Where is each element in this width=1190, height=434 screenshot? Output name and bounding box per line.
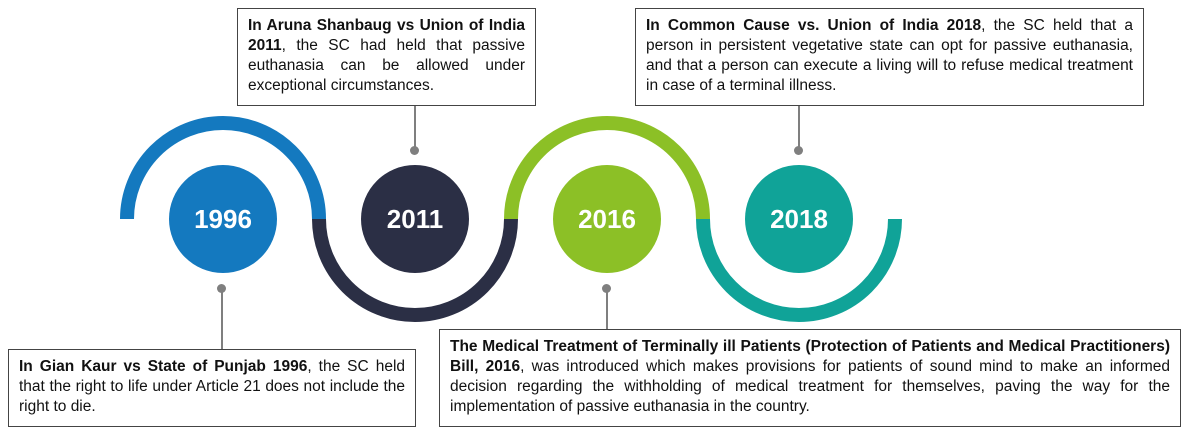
wave-segment-2016 <box>504 116 710 220</box>
connector-2018 <box>798 105 800 150</box>
event-title-2018: In Common Cause vs. Union of India 2018 <box>646 17 982 34</box>
year-circle-2018: 2018 <box>745 165 853 273</box>
connector-2016 <box>606 289 608 330</box>
connector-1996 <box>221 289 223 349</box>
event-text-2011: , the SC had held that passive euthanasi… <box>248 37 525 94</box>
year-label-2016: 2016 <box>578 203 636 234</box>
event-box-2011: In Aruna Shanbaug vs Union of India 2011… <box>237 8 536 106</box>
event-title-2011: In Aruna Shanbaug vs Union of India 2011 <box>248 17 525 54</box>
connector-2011 <box>414 105 416 150</box>
connector-dot-2011 <box>410 146 419 155</box>
event-box-1996: In Gian Kaur vs State of Punjab 1996, th… <box>8 349 416 427</box>
wave-segment-2018 <box>696 218 902 322</box>
year-label-2011: 2011 <box>386 203 444 234</box>
event-title-2016: The Medical Treatment of Terminally ill … <box>450 338 1170 375</box>
wave-segment-2011 <box>312 218 518 322</box>
event-text-2018: , the SC held that a person in persisten… <box>646 17 1133 94</box>
event-box-2018: In Common Cause vs. Union of India 2018,… <box>635 8 1144 106</box>
year-circle-1996: 1996 <box>169 165 277 273</box>
event-text-1996: , the SC held that the right to life und… <box>19 358 406 415</box>
year-circle-2016: 2016 <box>553 165 661 273</box>
connector-dot-2018 <box>794 146 803 155</box>
connector-dot-1996 <box>217 284 226 293</box>
wave-segment-1996 <box>120 116 326 220</box>
connector-dot-2016 <box>602 284 611 293</box>
event-text-2016: , was introduced which makes provisions … <box>450 358 1170 415</box>
event-box-2016: The Medical Treatment of Terminally ill … <box>439 329 1181 427</box>
year-label-1996: 1996 <box>194 203 252 234</box>
year-label-2018: 2018 <box>770 203 828 234</box>
year-circle-2011: 2011 <box>361 165 469 273</box>
event-title-1996: In Gian Kaur vs State of Punjab 1996 <box>19 358 308 375</box>
